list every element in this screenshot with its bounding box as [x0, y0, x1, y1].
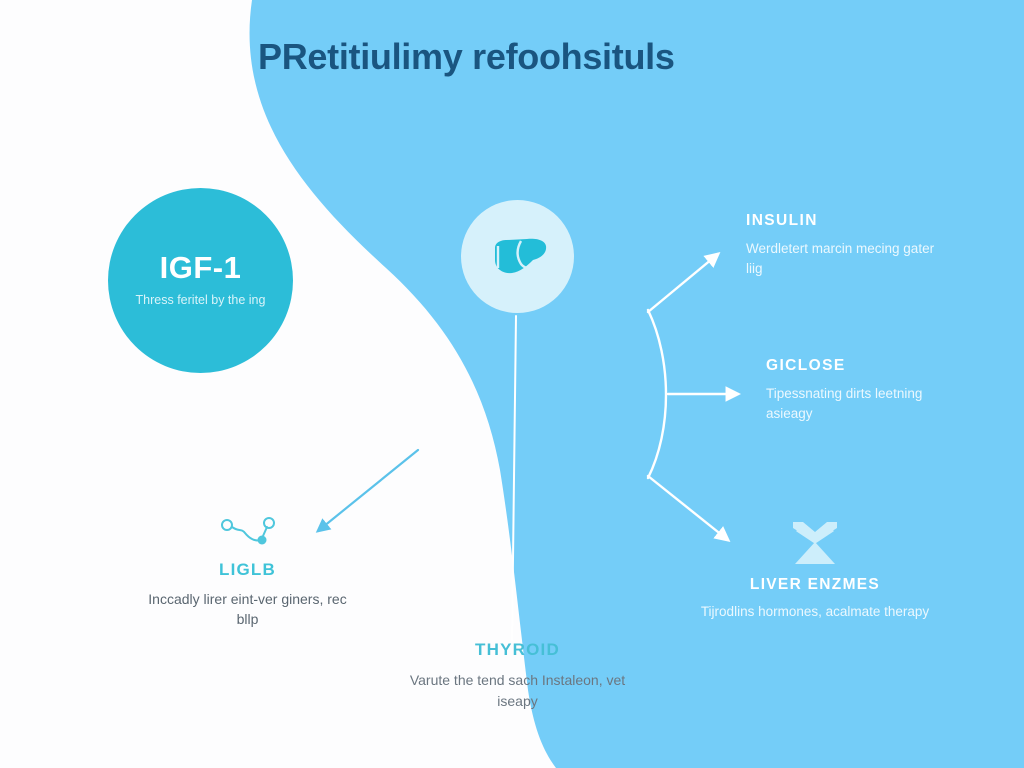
node-liglb-title: LIGLB — [219, 560, 276, 579]
background-blue-panel — [249, 0, 1024, 768]
hourglass-icon — [700, 516, 930, 568]
molecule-icon — [140, 514, 355, 554]
node-insulin[interactable]: INSULIN Werdletert marcin mecing gater l… — [746, 212, 936, 278]
node-igf1-title: IGF-1 — [159, 250, 242, 286]
node-thyroid-subtitle: Varute the tend sach Instaleon, vet isea… — [409, 672, 626, 709]
liver-icon — [487, 234, 549, 280]
node-igf1[interactable]: IGF-1 Thress feritel by the ing — [108, 188, 293, 373]
node-glucose[interactable]: GICLOSE Tipessnating dirts leetning asie… — [766, 357, 956, 423]
node-liver-enzymes-subtitle: Tijrodlins hormones, acalmate therapy — [700, 604, 930, 619]
node-glucose-subtitle: Tipessnating dirts leetning asieagy — [766, 386, 923, 421]
node-insulin-title: INSULIN — [746, 212, 818, 229]
node-insulin-subtitle: Werdletert marcin mecing gater liig — [746, 241, 935, 276]
node-liglb[interactable]: LIGLB Inccadly lirer eint-ver giners, re… — [140, 514, 355, 630]
page-title: PRetitiulimy refoohsituls — [258, 36, 675, 77]
node-liglb-subtitle: Inccadly lirer eint-ver giners, rec bllp — [148, 591, 347, 628]
node-thyroid[interactable]: THYROID Varute the tend sach Instaleon, … — [400, 640, 635, 712]
node-glucose-title: GICLOSE — [766, 357, 846, 374]
node-liver-organ[interactable] — [461, 200, 574, 313]
node-thyroid-title: THYROID — [475, 640, 560, 659]
node-liver-enzymes-title: LIVER ENZMES — [749, 576, 881, 593]
node-liver-enzymes[interactable]: LIVER ENZMES Tijrodlins hormones, acalma… — [700, 516, 930, 622]
node-igf1-subtitle: Thress feritel by the ing — [135, 293, 266, 308]
